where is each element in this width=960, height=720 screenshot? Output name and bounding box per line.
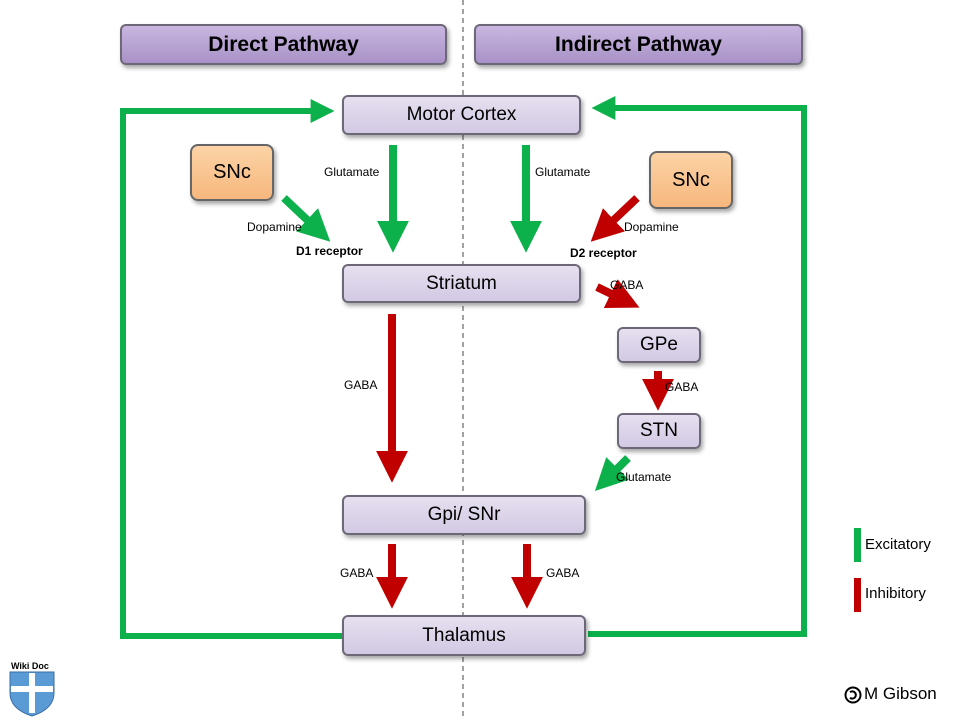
label-gaba-gpe-stn: GABA xyxy=(665,380,699,394)
label-glutamate-stn-gpi: Glutamate xyxy=(616,470,672,484)
snc-node-left: SNc xyxy=(190,144,274,201)
arrow-striatum-gpe xyxy=(595,279,640,309)
wikidoc-shield-icon xyxy=(9,671,55,717)
label-gaba-striatum-gpi: GABA xyxy=(344,378,378,392)
direct-feedback-loop xyxy=(120,99,342,639)
striatum-node: Striatum xyxy=(342,264,581,303)
gpe-node: GPe xyxy=(617,327,701,363)
arrow-stn-gpi xyxy=(594,455,631,492)
legend-inhibitory-swatch xyxy=(854,578,861,612)
label-d2-receptor: D2 receptor xyxy=(570,246,637,260)
label-glutamate-direct: Glutamate xyxy=(324,165,380,179)
stn-node: STN xyxy=(617,413,701,449)
gpi-snr-node: Gpi/ SNr xyxy=(342,495,586,535)
wikidoc-logo: Wiki Doc xyxy=(8,659,56,717)
indirect-pathway-header: Indirect Pathway xyxy=(474,24,803,65)
label-glutamate-indirect: Glutamate xyxy=(535,165,591,179)
direct-pathway-header: Direct Pathway xyxy=(120,24,447,65)
arrow-snc-striatum-indirect xyxy=(590,195,640,242)
legend-excitatory-label: Excitatory xyxy=(865,536,931,553)
label-gaba-gpi-thalamus-direct: GABA xyxy=(340,566,374,580)
label-gaba-striatum-gpe: GABA xyxy=(610,278,644,292)
legend-inhibitory-label: Inhibitory xyxy=(865,585,926,602)
wikidoc-logo-text: Wiki Doc xyxy=(11,661,49,671)
indirect-feedback-loop xyxy=(588,96,807,637)
credit-text: M Gibson xyxy=(864,684,937,703)
snc-node-right: SNc xyxy=(649,151,733,209)
label-dopamine-indirect: Dopamine xyxy=(624,220,679,234)
legend-excitatory-swatch xyxy=(854,528,861,562)
label-dopamine-direct: Dopamine xyxy=(247,220,302,234)
motor-cortex-node: Motor Cortex xyxy=(342,95,581,135)
thalamus-node: Thalamus xyxy=(342,615,586,656)
label-gaba-gpi-thalamus-indirect: GABA xyxy=(546,566,580,580)
label-d1-receptor: D1 receptor xyxy=(296,244,363,258)
arrow-snc-striatum-direct xyxy=(281,195,331,242)
copyleft-icon xyxy=(844,686,862,704)
